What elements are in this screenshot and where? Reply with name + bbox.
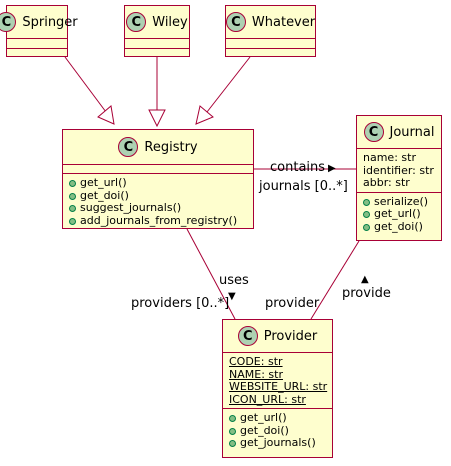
method-row: add_journals_from_registry(): [63, 214, 253, 228]
method-section: [7, 48, 67, 49]
uses-label: uses: [219, 273, 249, 288]
class-badge-icon: C: [0, 12, 17, 32]
uses-edge: [186, 228, 236, 320]
wiley-inheritance-arrowhead: [148, 109, 166, 128]
provider-role-label: provider: [265, 296, 320, 311]
attribute-section: [63, 164, 253, 173]
direction-arrow-up-icon: ▲: [361, 274, 369, 285]
method-section: [125, 48, 189, 49]
method-row: get_journals(): [223, 436, 332, 450]
method-section: get_url() get_doi() get_journals(): [223, 408, 332, 450]
class-name: Whatever: [251, 14, 316, 30]
class-whatever[interactable]: C Whatever: [225, 5, 316, 57]
public-method-icon: [363, 223, 370, 231]
springer-to-registry-edge: [64, 56, 107, 113]
class-journal-header: C Journal: [357, 116, 441, 148]
method-row: get_doi(): [63, 189, 253, 203]
class-provider[interactable]: C Provider CODE: str NAME: str WEBSITE_U…: [222, 319, 333, 458]
attribute-row: abbr: str: [363, 176, 410, 189]
public-method-icon: [229, 415, 236, 422]
method-section: get_url() get_doi() suggest_journals() a…: [63, 173, 253, 227]
public-method-icon: [69, 192, 76, 200]
method-row: serialize(): [357, 195, 441, 209]
attribute-section: CODE: str NAME: str WEBSITE_URL: str ICO…: [223, 352, 332, 408]
attribute-section: [125, 38, 189, 48]
class-badge-icon: C: [118, 137, 139, 157]
attribute-section: [7, 38, 67, 48]
providers-multiplicity-label: providers [0..*]: [131, 296, 230, 311]
attribute-section: name: str identifier: str abbr: str: [357, 148, 441, 192]
class-badge-icon: C: [363, 122, 384, 142]
class-whatever-header: C Whatever: [225, 6, 316, 38]
whatever-inheritance-arrowhead: [195, 105, 214, 125]
class-badge-icon: C: [237, 326, 258, 346]
method-section: [226, 48, 315, 49]
public-method-icon: [69, 217, 76, 225]
static-attribute-row: WEBSITE_URL: str: [229, 380, 328, 393]
class-wiley-header: C Wiley: [125, 6, 189, 38]
class-wiley[interactable]: C Wiley: [124, 5, 190, 57]
class-registry-header: C Registry: [63, 130, 253, 164]
class-badge-icon: C: [126, 12, 147, 32]
public-method-icon: [229, 427, 236, 435]
method-row: get_doi(): [357, 220, 441, 234]
static-attribute-row: NAME: str: [229, 367, 283, 381]
direction-arrow-down-icon: ▼: [228, 291, 236, 302]
whatever-to-registry-edge: [206, 56, 251, 113]
method-row: get_url(): [63, 176, 253, 190]
class-name: Journal: [389, 124, 435, 140]
provide-label: provide: [342, 286, 391, 301]
class-name: Provider: [263, 328, 318, 344]
direction-arrow-right-icon: ▶: [328, 163, 336, 174]
public-method-icon: [363, 211, 370, 218]
attribute-row: identifier: str: [363, 163, 434, 177]
method-section: serialize() get_url() get_doi(): [357, 191, 441, 234]
public-method-icon: [229, 440, 236, 447]
provide-edge: [310, 240, 360, 320]
class-journal[interactable]: C Journal name: str identifier: str abbr…: [356, 115, 442, 241]
contains-label: contains: [270, 160, 326, 175]
class-springer-header: C Springer: [0, 6, 78, 38]
journals-multiplicity-label: journals [0..*]: [259, 179, 348, 194]
attribute-row: name: str: [363, 151, 416, 164]
class-name: Springer: [22, 14, 78, 30]
springer-inheritance-arrowhead: [97, 105, 115, 125]
method-row: suggest_journals(): [63, 201, 253, 215]
method-row: get_url(): [223, 411, 332, 425]
class-provider-header: C Provider: [223, 320, 332, 352]
attribute-section: [226, 38, 315, 48]
public-method-icon: [69, 205, 76, 212]
class-registry[interactable]: C Registry get_url() get_doi() suggest_j…: [62, 129, 254, 229]
class-name: Wiley: [152, 14, 188, 30]
public-method-icon: [69, 180, 76, 187]
class-springer[interactable]: C Springer: [0, 5, 78, 57]
class-badge-icon: C: [225, 12, 246, 32]
static-attribute-row: CODE: str: [229, 355, 283, 368]
method-row: get_url(): [357, 207, 441, 221]
class-name: Registry: [144, 139, 198, 155]
method-row: get_doi(): [223, 424, 332, 438]
static-attribute-row: ICON_URL: str: [229, 392, 306, 406]
public-method-icon: [363, 198, 370, 206]
